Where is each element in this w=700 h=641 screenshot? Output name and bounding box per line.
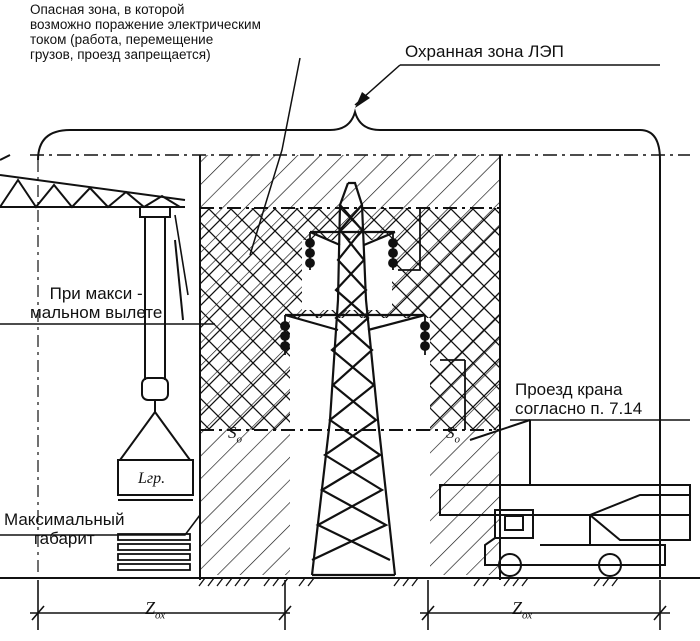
z-right-label: Zох (512, 598, 532, 622)
s-right-label: Sо (446, 423, 460, 446)
crane-passage-line-2: согласно п. 7.14 (515, 399, 643, 419)
danger-zone-line-1: Опасная зона, в которой (30, 2, 185, 17)
s-right-subscript: о (454, 433, 461, 446)
stacked-loads (117, 533, 191, 571)
max-reach-line-1: При макси - (49, 284, 143, 303)
z-left-label: Zох (145, 598, 165, 622)
z-left-subscript: ох (155, 609, 166, 622)
protection-zone-brace (37, 108, 661, 578)
dimension-lines (30, 580, 670, 630)
z-right-symbol: Z (512, 598, 523, 618)
danger-zone-label: Опасная зона, в которой возможно поражен… (30, 2, 261, 62)
label-underlines (0, 214, 690, 536)
leader-arrowhead (355, 92, 370, 108)
max-dimension-line-2: габарит (33, 529, 95, 549)
transmission-tower (284, 181, 426, 577)
s-left-symbol: S (228, 423, 237, 442)
max-dimension-line-1: Максимальный (4, 510, 125, 529)
mobile-crane (439, 419, 691, 577)
crane-passage-label: Проезд крана согласно п. 7.14 (515, 380, 642, 418)
max-dimension-label: Максимальный габарит (4, 510, 124, 548)
load-length-label: Lгр. (138, 470, 166, 487)
z-right-subscript: ох (522, 609, 533, 622)
tower-crane (0, 154, 194, 501)
danger-zone-line-4: грузов, проезд запрещается) (30, 47, 211, 63)
s-left-subscript: о (236, 433, 243, 446)
danger-zone-line-2: возможно поражение электрическим (30, 17, 261, 33)
crane-passage-line-1: Проезд крана (515, 380, 623, 399)
danger-zone-line-3: током (работа, перемещение (30, 32, 214, 48)
z-left-symbol: Z (145, 598, 156, 618)
s-right-symbol: S (446, 423, 455, 442)
max-reach-label: При макси - мальном вылете (30, 284, 162, 322)
max-reach-line-2: мальном вылете (30, 303, 163, 323)
ground-hatch (198, 577, 619, 587)
s-left-label: Sо (228, 423, 242, 446)
protection-zone-label: Охранная зона ЛЭП (405, 42, 564, 61)
clearance-brackets (398, 208, 466, 430)
insulator-strings (280, 232, 430, 355)
